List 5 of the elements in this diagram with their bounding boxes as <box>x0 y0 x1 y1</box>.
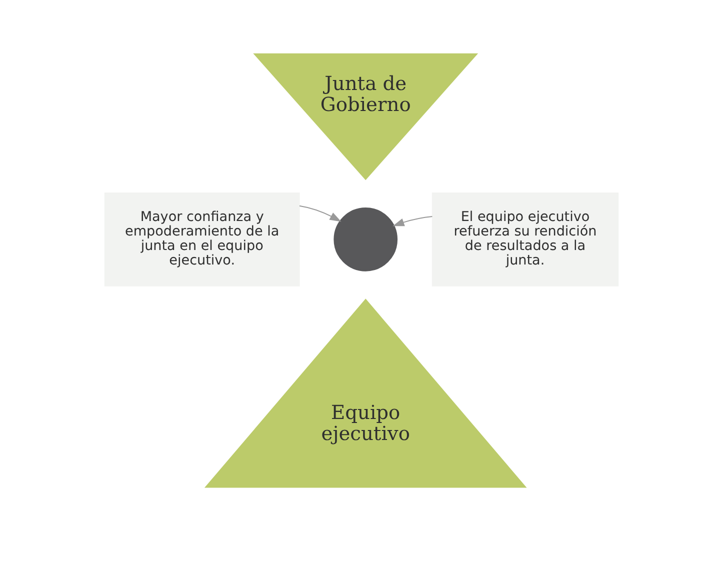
node-box: El equipo ejecutivo refuerza su rendición de resultados a la junta. <box>432 192 619 286</box>
node-box: Mayor confianza y empoderamiento de la junta en el equipo ejecutivo. <box>104 192 300 286</box>
node-circle <box>334 207 398 272</box>
arrow <box>299 205 342 222</box>
arrow <box>392 216 433 226</box>
